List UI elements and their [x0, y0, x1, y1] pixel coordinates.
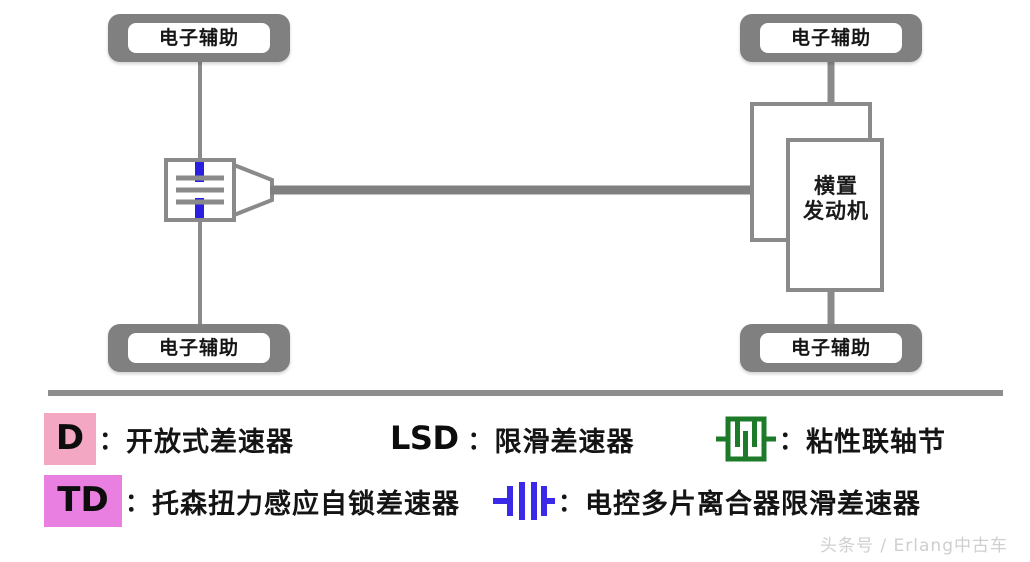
viscous-coupling-icon [716, 416, 776, 462]
legend: D ： 开放式差速器 LSD ： 限滑差速器 [44, 405, 1009, 535]
wheel-rear-left-plate: 电子辅助 [128, 333, 270, 363]
legend-separator: ： [558, 488, 584, 517]
legend-label-multiplate-clutch: 电控多片离合器限滑差速器 [585, 488, 922, 520]
legend-item-viscous-coupling: ： 粘性联轴节 [716, 416, 946, 462]
legend-separator: ： [779, 426, 805, 455]
engine-box [786, 138, 884, 292]
legend-row: TD ： 托森扭力感应自锁差速器 [44, 475, 1009, 527]
wheel-rear-right: 电子辅助 [740, 324, 922, 372]
wheel-rear-right-label: 电子辅助 [790, 336, 871, 359]
differential-plate-top [195, 162, 204, 182]
legend-item-multiplate-clutch: ： 电控多片离合器限滑差速器 [493, 480, 921, 522]
legend-badge-lsd: LSD [390, 419, 459, 457]
legend-item-open-differential: D ： 开放式差速器 [44, 413, 294, 465]
wheel-front-left-plate: 电子辅助 [128, 23, 270, 53]
differential-plate-bottom [195, 198, 204, 218]
legend-item-lsd: LSD ： 限滑差速器 [384, 419, 635, 459]
wheel-front-left-label: 电子辅助 [158, 26, 239, 49]
legend-label-torsen-differential: 托森扭力感应自锁差速器 [152, 488, 461, 520]
wheel-front-right-label: 电子辅助 [790, 26, 871, 49]
legend-label-viscous-coupling: 粘性联轴节 [806, 426, 947, 458]
wheel-front-left: 电子辅助 [108, 14, 290, 62]
wheel-front-right-plate: 电子辅助 [760, 23, 902, 53]
legend-badge-d: D [44, 413, 96, 465]
wheel-rear-left: 电子辅助 [108, 324, 290, 372]
legend-label-open-differential: 开放式差速器 [126, 426, 295, 458]
legend-row: D ： 开放式差速器 LSD ： 限滑差速器 [44, 413, 1009, 465]
wheel-rear-left-label: 电子辅助 [158, 336, 239, 359]
watermark: 头条号 / Erlang中古车 [820, 536, 1008, 556]
final-drive-trapezoid [232, 162, 274, 218]
legend-separator: ： [125, 488, 151, 517]
wheel-front-right: 电子辅助 [740, 14, 922, 62]
legend-item-torsen-differential: TD ： 托森扭力感应自锁差速器 [44, 475, 460, 527]
legend-badge-td: TD [44, 475, 122, 527]
wheel-rear-right-plate: 电子辅助 [760, 333, 902, 363]
legend-separator: ： [467, 426, 493, 455]
multiplate-clutch-icon [493, 480, 555, 522]
legend-label-lsd: 限滑差速器 [494, 426, 635, 458]
legend-separator: ： [99, 426, 125, 455]
